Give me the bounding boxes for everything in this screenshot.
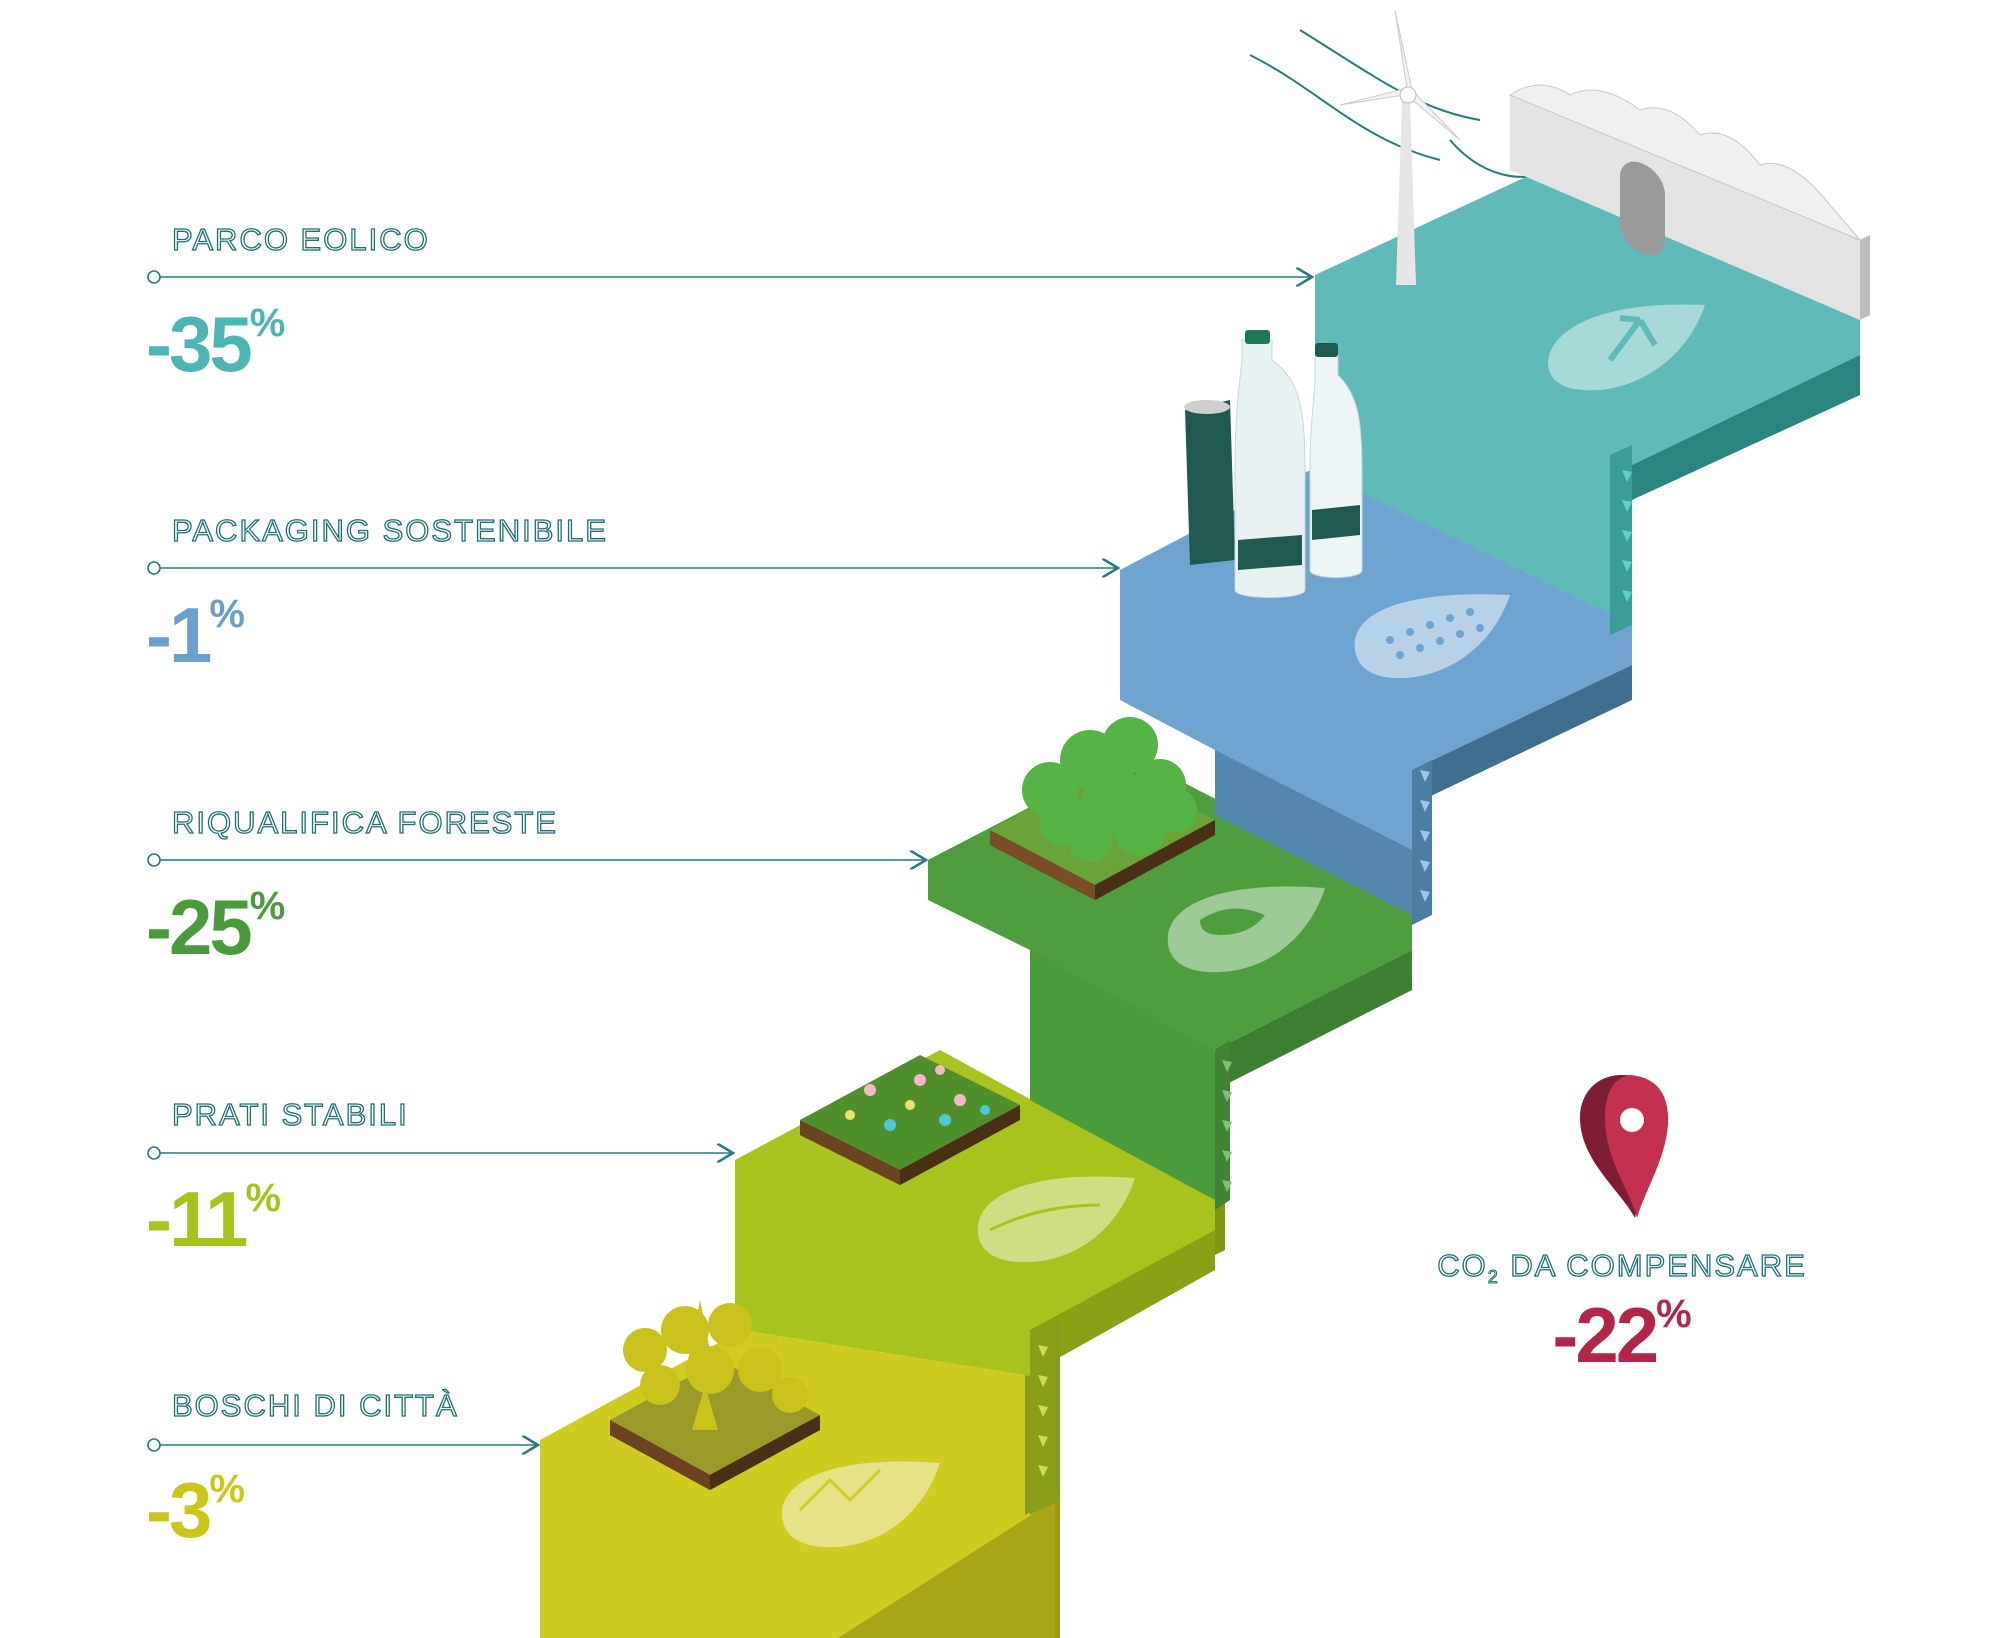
step-parco-eolico <box>1315 175 1860 635</box>
leaf-icon-drops <box>1354 594 1510 679</box>
co2-label-suffix: DA COMPENSARE <box>1499 1247 1807 1283</box>
co2-value-unit: % <box>1656 1292 1692 1336</box>
wind-turbine-illustration <box>1249 9 1551 285</box>
co2-value: -22% <box>1522 1294 1722 1374</box>
value-number: -35 <box>146 300 253 388</box>
bottles-illustration <box>1184 330 1363 598</box>
leaf-icon-tree <box>1167 886 1325 973</box>
value-unit: % <box>209 1467 245 1511</box>
arrow-riqualifica-foreste <box>147 854 926 866</box>
forest-illustration <box>990 717 1215 900</box>
arrow-packaging-sostenibile <box>147 562 1118 574</box>
arrow-parco-eolico <box>147 271 1312 283</box>
riser-markers <box>1038 470 1632 1477</box>
value-number: -1 <box>146 591 212 679</box>
value-number: -11 <box>146 1175 248 1263</box>
co2-label-subscript: 2 <box>1487 1267 1500 1288</box>
value-riqualifica-foreste: -25% <box>146 886 285 966</box>
location-pin-icon <box>1580 1075 1668 1218</box>
arrow-prati-stabili <box>147 1147 733 1159</box>
value-number: -25 <box>146 883 253 971</box>
value-prati-stabili: -11% <box>146 1178 281 1258</box>
leaf-icon-city-forest <box>781 1461 940 1548</box>
value-packaging-sostenibile: -1% <box>146 594 245 674</box>
value-number: -3 <box>146 1466 212 1554</box>
label-boschi-di-citta: BOSCHI DI CITTÀ <box>171 1387 459 1423</box>
label-riqualifica-foreste: RIQUALIFICA FORESTE <box>171 804 558 840</box>
arrow-boschi-di-citta <box>147 1439 538 1451</box>
leaf-icon-wind <box>1548 304 1705 391</box>
value-parco-eolico: -35% <box>146 303 285 383</box>
label-prati-stabili: PRATI STABILI <box>171 1096 409 1132</box>
label-parco-eolico: PARCO EOLICO <box>171 221 430 257</box>
co2-label-prefix: CO <box>1437 1247 1488 1283</box>
value-unit: % <box>245 1176 282 1220</box>
co2-label: CO2 DA COMPENSARE <box>1422 1247 1822 1288</box>
label-packaging-sostenibile: PACKAGING SOSTENIBILE <box>171 512 608 548</box>
co2-value-number: -22 <box>1552 1291 1659 1379</box>
value-unit: % <box>249 301 286 345</box>
value-boschi-di-citta: -3% <box>146 1469 245 1549</box>
meadow-illustration <box>800 1055 1020 1185</box>
leaf-icon-grass <box>977 1176 1135 1263</box>
city-woods-illustration <box>610 1300 820 1490</box>
factory-building-illustration <box>1508 84 1870 320</box>
value-unit: % <box>209 592 245 636</box>
value-unit: % <box>249 884 286 928</box>
